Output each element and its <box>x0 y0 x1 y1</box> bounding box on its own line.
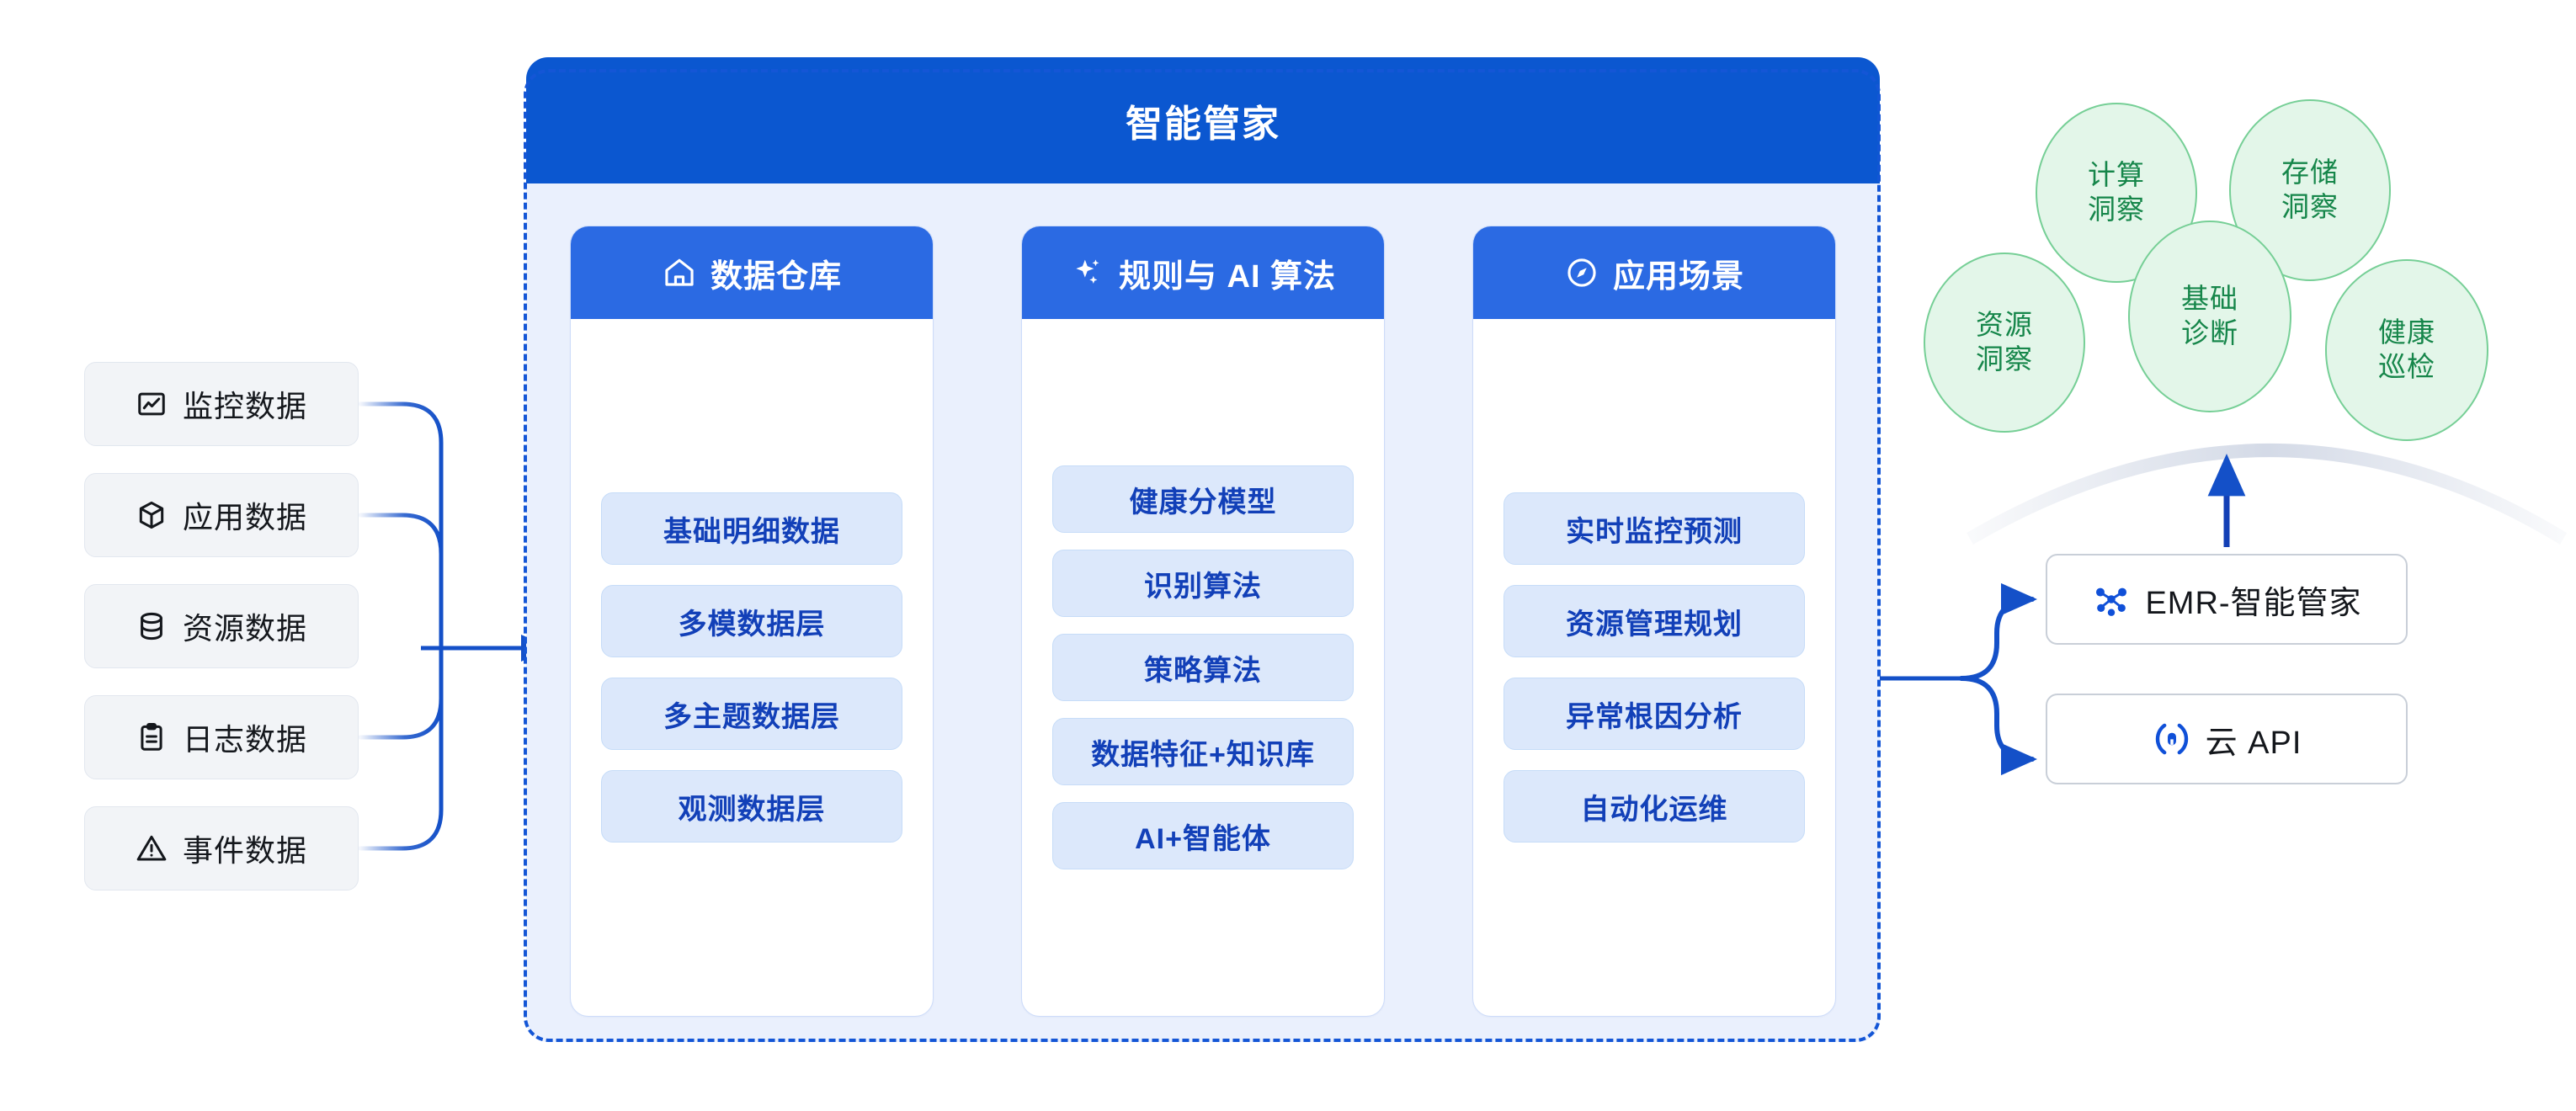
sparkle-icon <box>1070 255 1105 290</box>
column-application-scenarios: 应用场景 实时监控预测 资源管理规划 异常根因分析 自动化运维 <box>1472 226 1836 1017</box>
clipboard-icon <box>136 721 168 753</box>
database-icon <box>136 610 168 642</box>
insight-line-2: 洞察 <box>2088 194 2145 225</box>
pill-item[interactable]: 基础明细数据 <box>601 492 902 565</box>
column-title: 数据仓库 <box>710 258 842 295</box>
pill-item[interactable]: 健康分模型 <box>1052 465 1354 533</box>
source-label: 事件数据 <box>182 833 307 868</box>
chart-box-icon <box>136 388 168 420</box>
output-box-emr[interactable]: EMR-智能管家 <box>2046 554 2408 645</box>
source-chip-resource[interactable]: 资源数据 <box>84 584 359 668</box>
column-title: 应用场景 <box>1612 258 1744 295</box>
warning-triangle-icon <box>136 832 168 864</box>
insight-circle-resource[interactable]: 资源 洞察 <box>1924 252 2085 433</box>
column-data-warehouse: 数据仓库 基础明细数据 多模数据层 多主题数据层 观测数据层 <box>570 226 934 1017</box>
source-chip-event[interactable]: 事件数据 <box>84 806 359 890</box>
api-badge-icon <box>2152 719 2192 759</box>
source-label: 应用数据 <box>182 500 307 534</box>
insight-line-1: 基础 <box>2181 283 2238 315</box>
insight-line-1: 存储 <box>2281 157 2339 189</box>
pill-item[interactable]: 异常根因分析 <box>1504 678 1805 750</box>
source-label: 日志数据 <box>182 722 307 757</box>
source-chip-monitoring[interactable]: 监控数据 <box>84 362 359 446</box>
insight-line-1: 健康 <box>2378 316 2435 348</box>
column-items: 健康分模型 识别算法 策略算法 数据特征+知识库 AI+智能体 <box>1022 319 1384 1016</box>
platform-title: 智能管家 <box>526 57 1880 183</box>
platform-dashed-boundary <box>524 69 1881 1042</box>
output-label: 云 API <box>2205 725 2302 761</box>
source-label: 资源数据 <box>182 611 307 646</box>
pill-item[interactable]: 资源管理规划 <box>1504 585 1805 657</box>
data-sources-list: 监控数据 应用数据 资源数据 <box>84 362 362 917</box>
pill-item[interactable]: 观测数据层 <box>601 770 902 843</box>
source-label: 监控数据 <box>182 389 307 423</box>
pill-item[interactable]: 多主题数据层 <box>601 678 902 750</box>
column-rules-ai-algorithms: 规则与 AI 算法 健康分模型 识别算法 策略算法 数据特征+知识库 AI+智能… <box>1021 226 1385 1017</box>
pill-item[interactable]: 实时监控预测 <box>1504 492 1805 565</box>
insight-circle-health-inspection[interactable]: 健康 巡检 <box>2325 259 2488 441</box>
insight-line-2: 巡检 <box>2378 351 2435 382</box>
insight-line-2: 洞察 <box>2281 191 2339 222</box>
column-items: 基础明细数据 多模数据层 多主题数据层 观测数据层 <box>571 319 933 1016</box>
insight-line-1: 资源 <box>1976 309 2033 341</box>
output-box-cloud-api[interactable]: 云 API <box>2046 694 2408 784</box>
cluster-nodes-icon <box>2091 579 2132 619</box>
output-label: EMR-智能管家 <box>2145 585 2362 621</box>
insight-line-2: 洞察 <box>1976 343 2033 375</box>
pill-item[interactable]: 自动化运维 <box>1504 770 1805 843</box>
home-icon <box>662 255 697 290</box>
pill-item[interactable]: 识别算法 <box>1052 550 1354 617</box>
insight-circle-basic-diagnosis[interactable]: 基础 诊断 <box>2128 221 2291 412</box>
source-chip-application[interactable]: 应用数据 <box>84 473 359 557</box>
pill-item[interactable]: 策略算法 <box>1052 634 1354 701</box>
cube-icon <box>136 499 168 531</box>
insight-line-2: 诊断 <box>2181 317 2238 348</box>
pill-item[interactable]: 多模数据层 <box>601 585 902 657</box>
column-header: 数据仓库 <box>571 226 933 319</box>
pill-item[interactable]: AI+智能体 <box>1052 802 1354 869</box>
insight-line-1: 计算 <box>2088 159 2145 191</box>
insight-circles: 计算 洞察 存储 洞察 资源 洞察 基础 诊断 健康 巡检 <box>1924 84 2559 441</box>
source-chip-log[interactable]: 日志数据 <box>84 695 359 779</box>
column-items: 实时监控预测 资源管理规划 异常根因分析 自动化运维 <box>1473 319 1835 1016</box>
column-header: 规则与 AI 算法 <box>1022 226 1384 319</box>
platform-columns: 数据仓库 基础明细数据 多模数据层 多主题数据层 观测数据层 规则与 AI <box>526 226 1880 1017</box>
column-header: 应用场景 <box>1473 226 1835 319</box>
pill-item[interactable]: 数据特征+知识库 <box>1052 718 1354 785</box>
column-title: 规则与 AI 算法 <box>1118 258 1337 295</box>
compass-icon <box>1564 255 1599 290</box>
